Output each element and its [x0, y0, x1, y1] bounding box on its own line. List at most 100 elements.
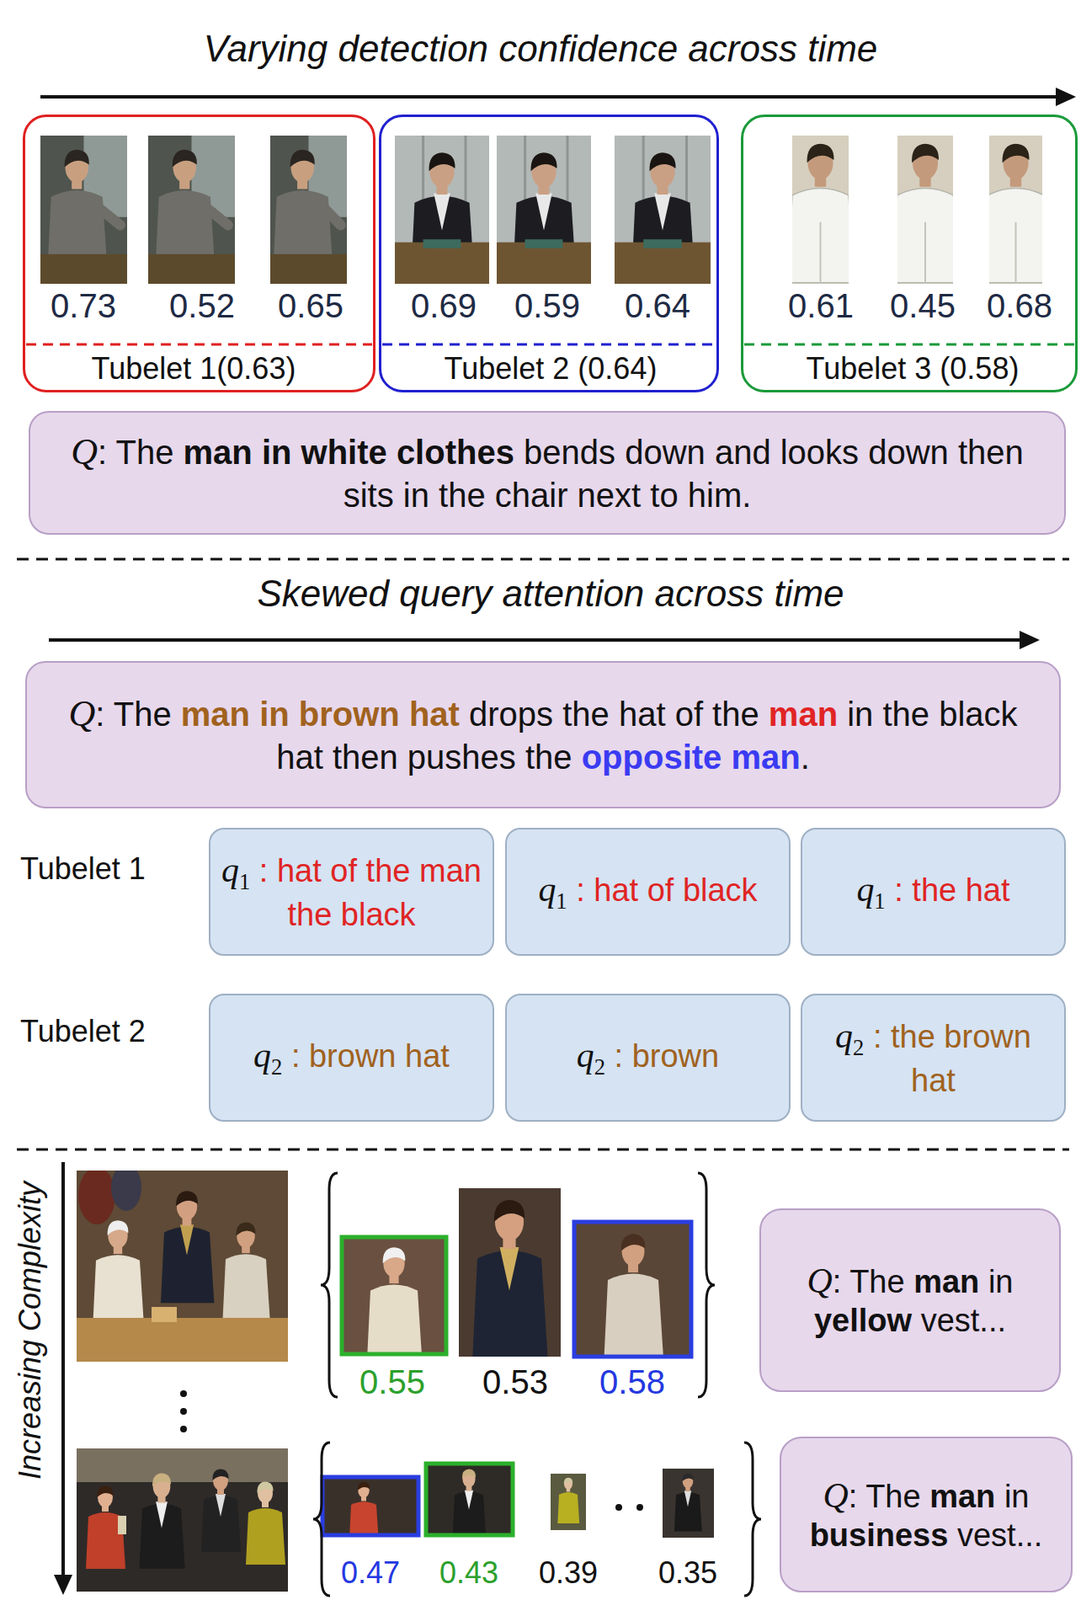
- confidence-score: 0.61: [788, 287, 854, 325]
- drawing-shape: [494, 1199, 525, 1222]
- photo: [148, 135, 235, 284]
- drawing-shape: [574, 1221, 692, 1357]
- drawing-shape: [744, 343, 1075, 347]
- drawing-shape: [152, 1472, 171, 1486]
- drawing-shape: [684, 1490, 692, 1507]
- drawing-shape: [222, 1253, 270, 1321]
- query-box: q2 : brown: [505, 993, 791, 1122]
- query-phrase: : brown hat: [291, 1038, 450, 1074]
- drawing-shape: [78, 1170, 116, 1225]
- photo: [458, 1187, 561, 1357]
- drawing-shape: [564, 1478, 573, 1490]
- query-phrase: 2: [594, 1054, 606, 1080]
- photo: [792, 135, 849, 284]
- tubelet-box: 0.690.590.64Tubelet 2 (0.64): [378, 114, 719, 393]
- drawing-shape: [148, 135, 235, 284]
- query-phrase: : brown: [614, 1038, 720, 1074]
- photo: [426, 1463, 513, 1535]
- drawing-shape: [76, 1317, 288, 1362]
- query-phrase: q: [856, 869, 874, 909]
- photo: [614, 135, 711, 284]
- photo: [897, 135, 954, 284]
- query-phrase: 2: [852, 1034, 864, 1060]
- query-phrase: q: [253, 1035, 272, 1075]
- drawing-shape: [48, 638, 1025, 642]
- row-label: Tubelet 1: [20, 851, 146, 886]
- tubelet-box: 0.610.450.68Tubelet 3 (0.58): [740, 114, 1078, 393]
- drawing-shape: [26, 343, 373, 347]
- drawing-shape: [496, 242, 592, 284]
- drawing-shape: [462, 1469, 476, 1479]
- drawing-shape: [202, 204, 229, 225]
- drawing-shape: [111, 1170, 142, 1211]
- drawing-shape: [256, 1481, 273, 1494]
- query-phrase: in: [988, 1263, 1014, 1300]
- tubelet-label: Tubelet 3 (0.58): [806, 351, 1020, 386]
- query-phrase: : hat of the man the black: [259, 852, 482, 932]
- drawing-shape: [40, 95, 1061, 99]
- drawing-shape: [654, 192, 671, 230]
- drawing-shape: [270, 254, 347, 284]
- drawing-shape: [744, 1442, 762, 1596]
- query-text: q1 : hat of the man the black: [220, 848, 483, 934]
- drawing-shape: [95, 204, 121, 225]
- query-box: Q: The man in business vest...: [779, 1436, 1073, 1593]
- drawing-shape: [270, 135, 347, 284]
- drawing-shape: [320, 204, 341, 225]
- drawing-shape: [53, 1574, 73, 1595]
- query-text: Q: The man in yellow vest...: [772, 1259, 1048, 1341]
- highlighted-phrase: man in brown hat: [181, 695, 460, 733]
- query-phrase: : the brown hat: [873, 1018, 1032, 1098]
- drawing-shape: [180, 1425, 187, 1433]
- drawing-shape: [557, 1491, 580, 1523]
- query-box: Q: The man in yellow vest...: [759, 1208, 1061, 1392]
- query-phrase: drops the hat of the: [468, 695, 760, 733]
- highlighted-phrase: man in white clothes: [183, 433, 515, 471]
- query-phrase: Q: [68, 692, 96, 735]
- query-phrase: : The: [97, 433, 174, 471]
- highlighted-phrase: opposite man: [581, 738, 801, 776]
- query-box: q1 : the hat: [800, 827, 1066, 956]
- drawing-shape: [681, 1473, 693, 1481]
- query-text: Q: The man in brown hat drops the hat of…: [42, 692, 1044, 778]
- drawing-shape: [61, 1161, 65, 1577]
- drawing-shape: [357, 1481, 370, 1491]
- drawing-shape: [212, 1469, 229, 1481]
- drawing-shape: [500, 1246, 520, 1290]
- photo: [322, 1476, 419, 1535]
- query-text: q1 : the hat: [812, 867, 1055, 916]
- drawing-shape: [433, 192, 451, 230]
- query-phrase: q: [576, 1035, 595, 1075]
- drawing-shape: [615, 1503, 623, 1511]
- query-phrase: q: [537, 869, 556, 909]
- drawing-shape: [530, 152, 557, 171]
- drawing-shape: [924, 222, 927, 284]
- drawing-shape: [464, 1490, 474, 1510]
- tubelet-label: Tubelet 2 (0.64): [444, 351, 658, 386]
- photo: [574, 1221, 692, 1357]
- query-text: q1 : hat of black: [516, 867, 779, 916]
- query-phrase: Q: [823, 1475, 849, 1515]
- confidence-score: 0.64: [624, 287, 691, 325]
- drawing-shape: [697, 1172, 715, 1397]
- drawing-shape: [92, 1254, 144, 1328]
- drawing-shape: [172, 149, 198, 168]
- drawing-shape: [614, 242, 711, 284]
- drawing-shape: [16, 1148, 1070, 1151]
- drawing-shape: [151, 1306, 177, 1322]
- query-phrase: vest...: [921, 1302, 1007, 1338]
- drawing-shape: [621, 1233, 646, 1251]
- confidence-score: 0.68: [986, 287, 1053, 325]
- query-box: Q: The man in white clothes bends down a…: [28, 410, 1066, 535]
- section-title: Varying detection confidence across time: [203, 27, 879, 71]
- query-phrase: 1: [873, 888, 885, 914]
- drawing-shape: [1002, 143, 1030, 164]
- drawing-shape: [604, 1273, 665, 1358]
- drawing-shape: [117, 1515, 127, 1534]
- drawing-shape: [245, 1507, 286, 1565]
- drawing-shape: [1055, 87, 1076, 107]
- confidence-score: 0.43: [439, 1554, 499, 1590]
- query-phrase: vest...: [957, 1517, 1043, 1553]
- drawing-shape: [367, 1283, 423, 1354]
- query-phrase: : hat of black: [575, 872, 757, 908]
